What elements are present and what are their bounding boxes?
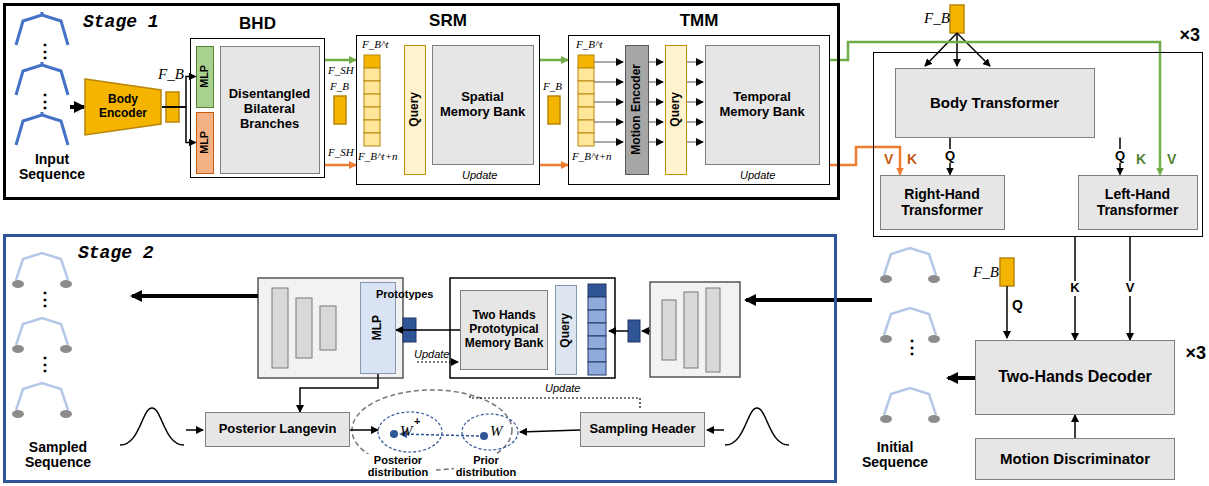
annotation-label: F_B	[543, 80, 562, 92]
node-heading: SRM	[327, 11, 569, 31]
annotation-label: ⋮	[36, 355, 54, 375]
transformer-box: Left-Hand Transformer	[1078, 175, 1198, 230]
encoder-trapezoid: Body Encoder	[84, 78, 162, 136]
annotation-label: Input Sequence	[14, 152, 90, 183]
node-label: Query	[557, 311, 575, 350]
node-label: Two Hands Prototypical Memory Bank	[461, 307, 547, 352]
annotation-label: F_SH	[328, 64, 354, 76]
connector	[1074, 415, 1076, 438]
node-heading: ×3	[1179, 25, 1200, 46]
annotation-label: K	[1136, 152, 1146, 167]
connector	[830, 147, 900, 175]
annotation-label: F_B	[330, 80, 349, 92]
node-label: Query	[667, 90, 685, 129]
annotation-label: K	[907, 152, 917, 167]
stage-panel: Stage 1 Body Encoder BHD MLP MLP Disentangled…	[3, 3, 840, 200]
annotation-label: W	[400, 423, 413, 440]
annotation-label: ⋮	[36, 92, 54, 112]
annotation-label: ⋮	[36, 290, 54, 310]
node-label: Posterior Langevin	[217, 420, 339, 439]
node-label: Query	[406, 90, 424, 129]
annotation-label: Prior distribution	[454, 454, 518, 478]
process-box: Sampling Header	[580, 412, 705, 447]
annotation-label: Update	[545, 382, 580, 394]
annotation-label: V	[884, 152, 893, 167]
annotation-label: F_SH	[328, 146, 354, 158]
node-label: Sampling Header	[587, 420, 697, 439]
connector	[300, 374, 378, 412]
edge-label: Q	[1114, 149, 1126, 163]
node-heading: ×3	[1185, 343, 1206, 364]
node-label: Temporal Memory Bank	[706, 88, 819, 122]
node-label: Disentangled Bilateral Branches	[221, 85, 319, 134]
process-box: Posterior Langevin	[205, 412, 350, 447]
query-box: Query	[555, 285, 577, 375]
node-label: Motion Discriminator	[998, 448, 1152, 469]
annotation-label: F_B^t+n	[358, 150, 398, 162]
discriminator-box: Motion Discriminator	[975, 438, 1175, 480]
annotation-label: F_B	[158, 66, 184, 83]
node-heading: Stage 2	[76, 241, 156, 266]
memory-bank: Spatial Memory Bank	[432, 45, 534, 165]
module-box: SRMQuerySpatial Memory Bank	[356, 35, 540, 185]
annotation-label: Update	[414, 348, 449, 360]
query-box: Query	[404, 45, 426, 175]
transformer-box: Right-Hand Transformer	[880, 175, 1005, 230]
connector	[830, 42, 1160, 175]
node-heading: BHD	[161, 14, 354, 34]
annotation-label: +	[414, 415, 420, 427]
connector	[396, 329, 460, 331]
annotation-label: Initial Sequence	[846, 440, 944, 471]
memory-bank: Temporal Memory Bank	[705, 45, 820, 165]
annotation-label: Q	[1012, 298, 1023, 313]
node-heading: TMM	[539, 11, 859, 31]
annotation-label: Update	[740, 169, 775, 181]
edge-label: K	[1069, 281, 1080, 295]
annotation-label: ⋮	[36, 42, 54, 62]
annotation-label: F_B^t	[576, 38, 603, 50]
mlp-box: MLP	[196, 112, 214, 174]
annotation-label: Posterior distribution	[360, 454, 436, 478]
connector	[540, 59, 568, 62]
annotation-label: F_B	[973, 264, 999, 281]
annotation-label: Sampled Sequence	[8, 440, 108, 471]
annotation-label: F_B^t	[362, 38, 389, 50]
branch-box: Disentangled Bilateral Branches	[220, 46, 320, 174]
transformer-group: ×3Body TransformerRight-Hand Transformer…	[873, 52, 1203, 237]
annotation-label: V	[1167, 152, 1176, 167]
query-box: Query	[665, 45, 687, 175]
annotation-label: W	[490, 423, 503, 440]
node-label: Body Encoder	[89, 91, 157, 123]
connector	[325, 164, 356, 167]
memory-bank: Two Hands Prototypical Memory Bank	[460, 290, 548, 370]
encoder-box: Motion Encoder	[625, 45, 649, 175]
node-label: MLP	[196, 63, 212, 90]
annotation-label: Prototypes	[376, 288, 433, 300]
node-label: Two-Hands Decoder	[996, 366, 1154, 388]
node-label: Left-Hand Transformer	[1079, 184, 1197, 220]
decoder-box: Two-Hands Decoder×3	[975, 340, 1175, 415]
edge-label: V	[1125, 281, 1136, 295]
connector	[540, 164, 568, 167]
annotation-label: ⋮	[903, 338, 921, 358]
annotation-label: F_B^t+n	[572, 150, 612, 162]
node-label: Body Transformer	[928, 92, 1061, 113]
node-heading: Stage 1	[81, 10, 161, 35]
module-box: TMMMotion EncoderQueryTemporal Memory Ba…	[568, 35, 830, 185]
annotation-label: Update	[462, 169, 497, 181]
module-box: BHDMLPMLPDisentangled Bilateral Branches	[190, 38, 325, 178]
node-label: Motion Encoder	[628, 62, 646, 157]
transformer-box: Body Transformer	[895, 68, 1095, 138]
edge-label: Q	[944, 149, 956, 163]
mlp-box: MLP	[196, 46, 214, 108]
node-label: MLP	[196, 129, 212, 156]
node-label: Spatial Memory Bank	[433, 88, 533, 122]
connector	[325, 59, 356, 62]
node-label: MLP	[369, 313, 387, 342]
annotation-label: F_B	[924, 10, 950, 27]
node-label: Right-Hand Transformer	[881, 184, 1004, 220]
